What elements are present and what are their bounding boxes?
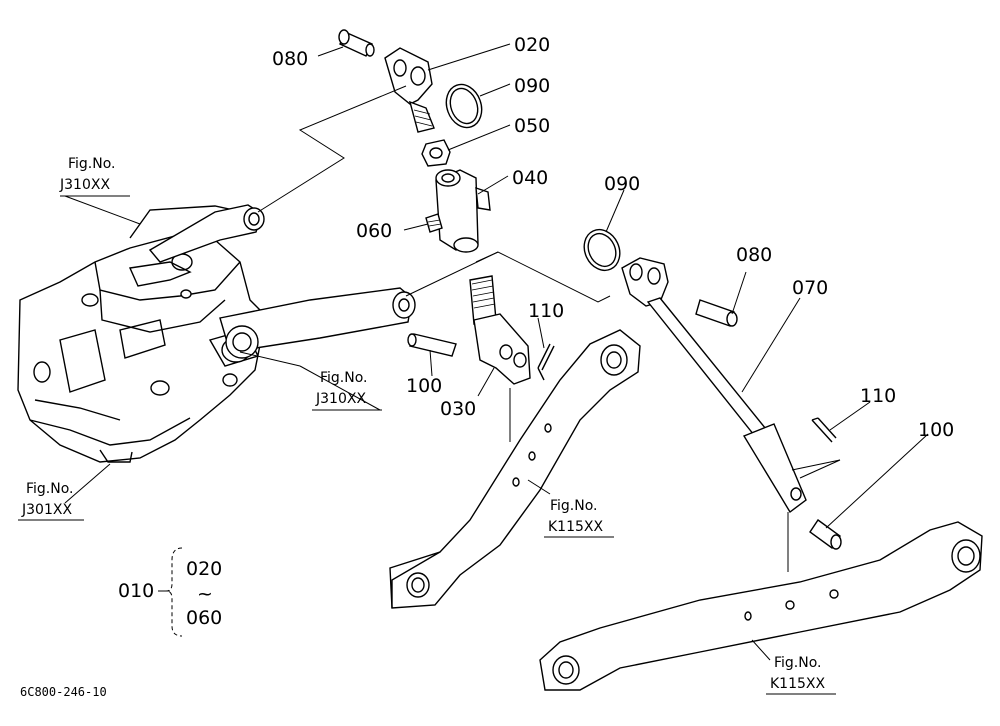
part-label-060: 060 [356,220,392,242]
nut-050 [421,139,451,167]
fig-ref-j301: Fig.No. J301XX [18,481,84,521]
part-label-040: 040 [512,167,548,189]
upper-lift-arm [148,204,265,263]
rod-030 [469,275,531,385]
fig-ref-k115-right: Fig.No. K115XX [766,655,836,695]
lower-link-right [539,521,983,691]
snap-ring-090-right [583,228,621,272]
fig-ref-j310-lower: Fig.No. J310XX [299,365,382,411]
snap-ring-090-top [445,83,483,129]
pin-080-top [338,29,375,57]
part-label-090-top: 090 [514,75,550,97]
part-label-020: 020 [514,34,550,56]
rod-070 [621,257,807,514]
svg-text:K115XX: K115XX [548,519,603,535]
pin-100-left [407,333,457,357]
body-040 [435,169,491,253]
svg-text:J310XX: J310XX [315,391,366,407]
part-label-090-right: 090 [604,173,640,195]
part-label-030: 030 [440,398,476,420]
svg-text:J310XX: J310XX [59,177,110,193]
assembly-tilde: ~ [197,583,213,605]
assembly-to: 060 [186,607,222,629]
assembly-label: 010 [118,580,154,602]
cotter-110-left [537,343,555,381]
part-label-080-top: 080 [272,48,308,70]
assembly-from: 020 [186,558,222,580]
fig-ref-j310-upper: Fig.No. J310XX [59,156,130,197]
part-label-050: 050 [514,115,550,137]
svg-text:Fig.No.: Fig.No. [320,370,368,386]
part-label-070: 070 [792,277,828,299]
part-label-110-left: 110 [528,300,564,322]
svg-text:K115XX: K115XX [770,676,825,692]
part-label-100-right: 100 [918,419,954,441]
fig-ref-k115-left: Fig.No. K115XX [544,498,614,538]
part-label-100-left: 100 [406,375,442,397]
pin-100-right [809,519,842,550]
svg-text:Fig.No.: Fig.No. [774,655,822,671]
lower-lift-arm [219,287,416,359]
part-label-080-right: 080 [736,244,772,266]
clevis-020 [384,47,435,133]
svg-text:Fig.No.: Fig.No. [68,156,116,172]
svg-text:Fig.No.: Fig.No. [550,498,598,514]
leader-lines [64,43,929,661]
part-label-110-right: 110 [860,385,896,407]
svg-text:J301XX: J301XX [21,502,72,518]
pin-080-right [695,299,738,327]
grease-nipple-060 [425,213,443,233]
cotter-110-right [811,417,837,443]
svg-text:Fig.No.: Fig.No. [26,481,74,497]
lower-link-left [389,329,641,609]
assembly-group: 010 020 ~ 060 [118,547,222,637]
drawing-code: 6C800-246-10 [20,685,107,699]
